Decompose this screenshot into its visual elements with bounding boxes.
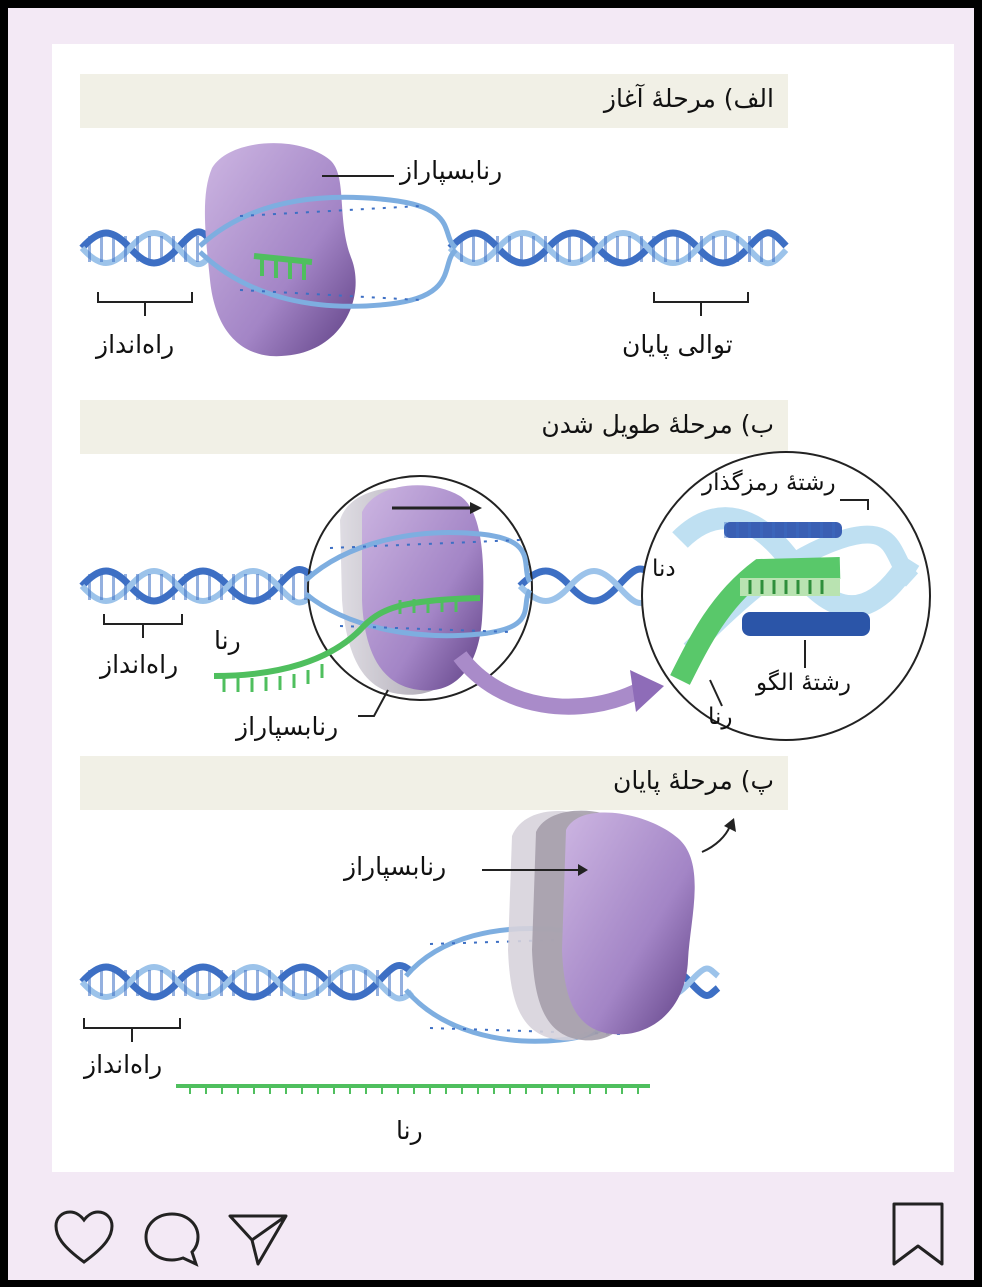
promoter-bracket-b [104,614,182,638]
label-rna-c: رنا [396,1116,423,1145]
label-coding-strand: رشتهٔ رمزگذار [702,470,836,496]
polymerase-c [562,812,695,1034]
dna-helix-left-c [82,965,412,998]
label-polymerase-b: رنابسپاراز [236,712,338,741]
release-arrow-c [702,818,736,852]
label-promoter-b: راه‌انداز [100,650,178,679]
label-promoter-c: راه‌انداز [84,1050,162,1079]
send-icon [226,1208,290,1268]
like-button[interactable] [52,1208,116,1268]
save-button[interactable] [888,1200,948,1270]
label-polymerase-a: رنابسپاراز [400,156,502,185]
label-terminator-a: توالی پایان [622,330,733,359]
dna-helix-left-a [82,232,210,264]
rna-strand-c [176,1086,650,1094]
zoom-arrow-b [460,656,664,712]
label-rna-zoom: رنا [708,704,733,730]
dna-helix-left-b [82,569,312,602]
label-polymerase-c: رنابسپاراز [344,852,446,881]
label-template-strand: رشتهٔ الگو [756,670,851,696]
comment-button[interactable] [140,1208,204,1268]
share-button[interactable] [226,1208,290,1268]
promoter-bracket-a [98,292,192,316]
heart-icon [52,1208,116,1268]
label-rna-b: رنا [214,626,241,655]
label-dna-zoom: دنا [652,556,676,582]
terminator-bracket-a [654,292,748,316]
promoter-bracket-c [84,1018,180,1042]
label-promoter-a: راه‌انداز [96,330,174,359]
dna-helix-right-a [450,233,786,264]
bookmark-icon [888,1200,948,1270]
dna-helix-right-b [520,569,652,603]
comment-icon [140,1208,204,1268]
